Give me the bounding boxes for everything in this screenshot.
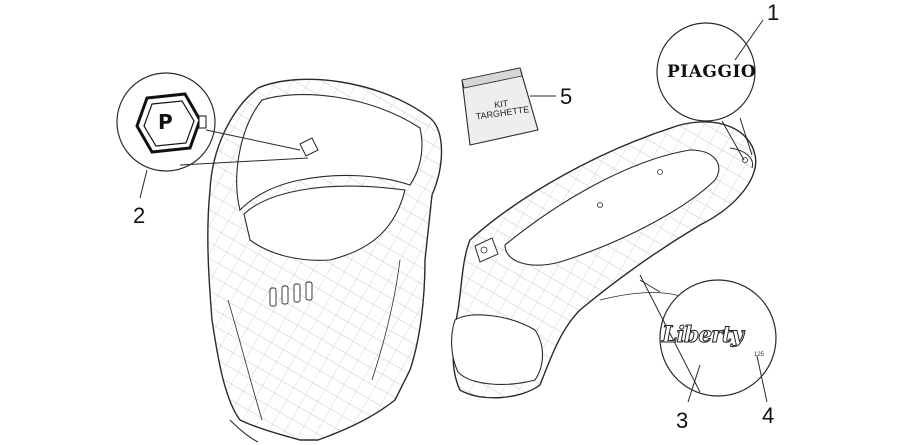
callout-1: 1: [767, 0, 780, 25]
callout-2: 2: [133, 203, 146, 228]
detail-circle-brand: [656, 22, 756, 122]
brand-logo-text: PIAGGIO: [667, 62, 757, 82]
kit-package: [461, 67, 539, 146]
callout-5: 5: [560, 84, 573, 109]
detail-circle-model: [659, 279, 777, 397]
model-logo-text: Liberty: [662, 322, 745, 349]
leader-lines: [139, 19, 768, 403]
model-code-text: 125: [754, 352, 765, 358]
rear-body-part: [451, 121, 757, 399]
monogram-letter: P: [158, 110, 173, 134]
callout-4: 4: [762, 403, 775, 428]
callout-3: 3: [676, 408, 689, 433]
front-shield-part: [207, 78, 443, 443]
monogram-badge: [135, 92, 207, 154]
